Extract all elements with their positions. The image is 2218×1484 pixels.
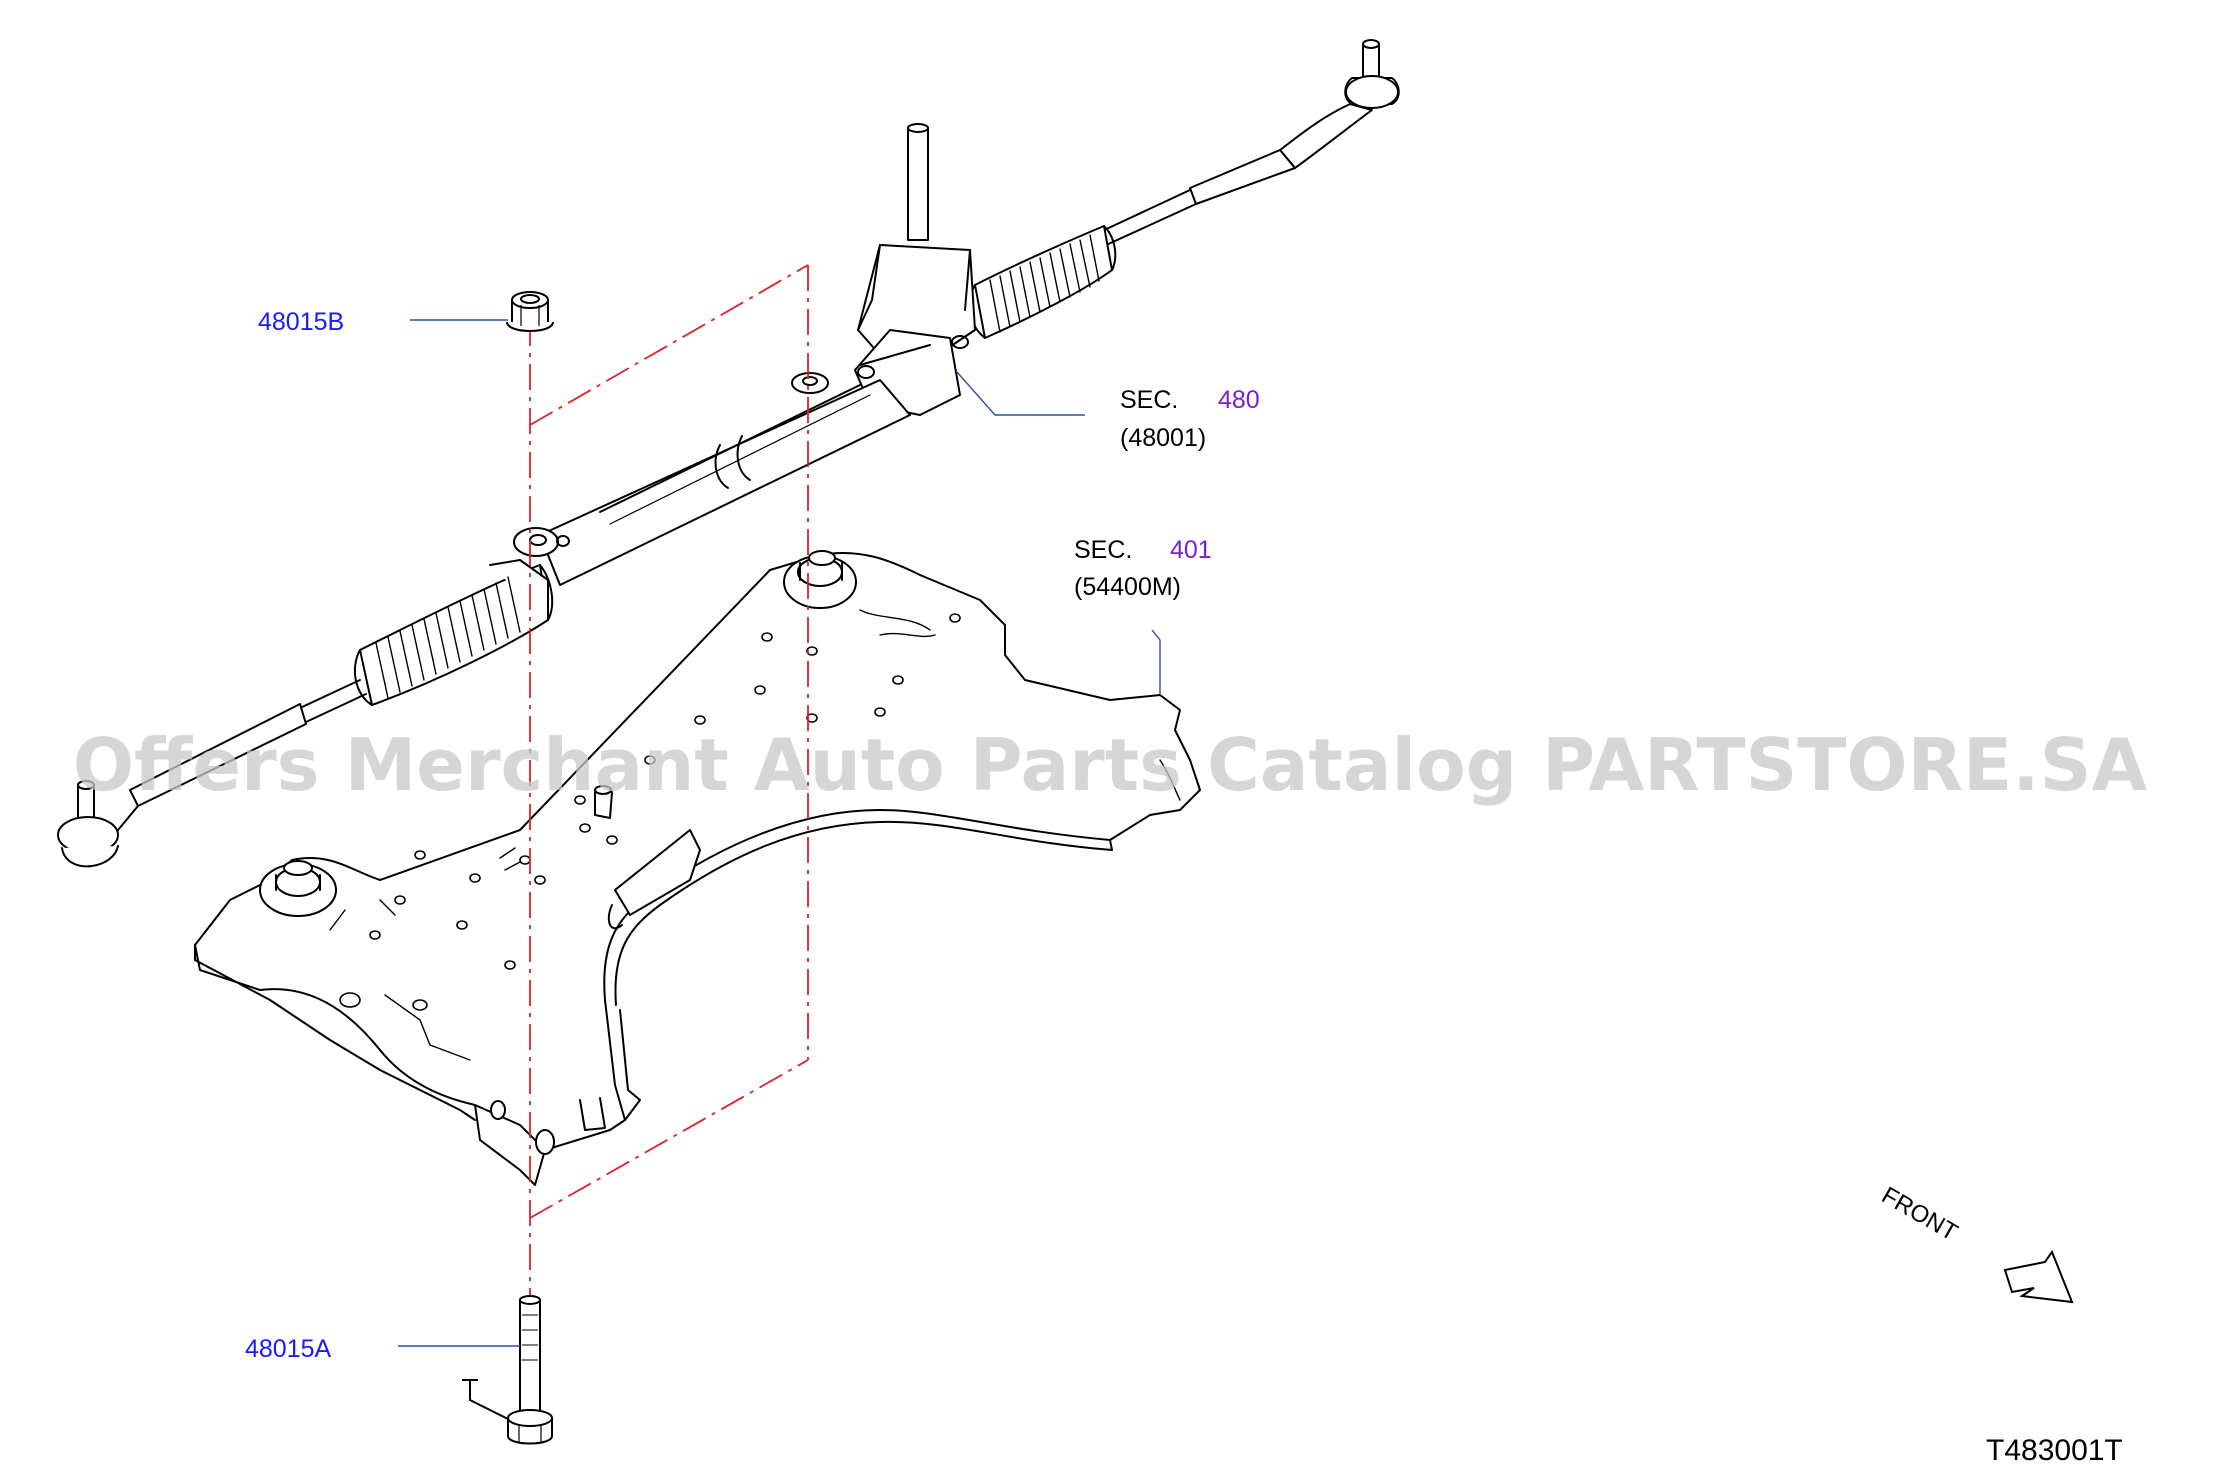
- flange-nut-48015b[interactable]: [506, 291, 554, 332]
- front-suspension-member[interactable]: [194, 550, 1201, 1186]
- label-sec-480-number[interactable]: 480: [1218, 386, 1260, 414]
- leader-sec-401: [1151, 629, 1161, 694]
- label-48015a[interactable]: 48015A: [245, 1335, 332, 1363]
- phantom-mounting-lines: [529, 264, 809, 1330]
- label-sec-401-number[interactable]: 401: [1170, 536, 1212, 564]
- right-inner-tie-rod: [1099, 189, 1197, 247]
- left-inner-tie-rod: [299, 679, 367, 723]
- label-sec-401-code: (54400M): [1074, 573, 1181, 601]
- front-label: FRONT: [1877, 1182, 1962, 1247]
- rack-housing-tube: [513, 372, 911, 586]
- front-arrow-icon: [2003, 1249, 2074, 1304]
- left-boot: [353, 559, 554, 706]
- leader-lines: [398, 319, 1161, 1347]
- left-tie-rod-end[interactable]: [57, 780, 139, 868]
- right-outer-tie-rod: [1189, 149, 1296, 205]
- leader-sec-480: [956, 371, 1085, 416]
- pinion-housing[interactable]: [854, 123, 976, 416]
- label-sec-401-prefix: SEC.: [1074, 536, 1132, 564]
- watermark-text: Offers Merchant Auto Parts Catalog PARTS…: [73, 723, 2148, 807]
- right-tie-rod-end[interactable]: [1279, 39, 1400, 169]
- label-sec-480-code: (48001): [1120, 424, 1206, 452]
- right-boot: [968, 225, 1117, 339]
- label-sec-480-prefix: SEC.: [1120, 386, 1178, 414]
- bolt-48015a[interactable]: [462, 1295, 553, 1445]
- steering-rack-assembly[interactable]: [57, 39, 1400, 868]
- diagram-code: T483001T: [1986, 1434, 2123, 1467]
- label-48015b[interactable]: 48015B: [258, 308, 344, 336]
